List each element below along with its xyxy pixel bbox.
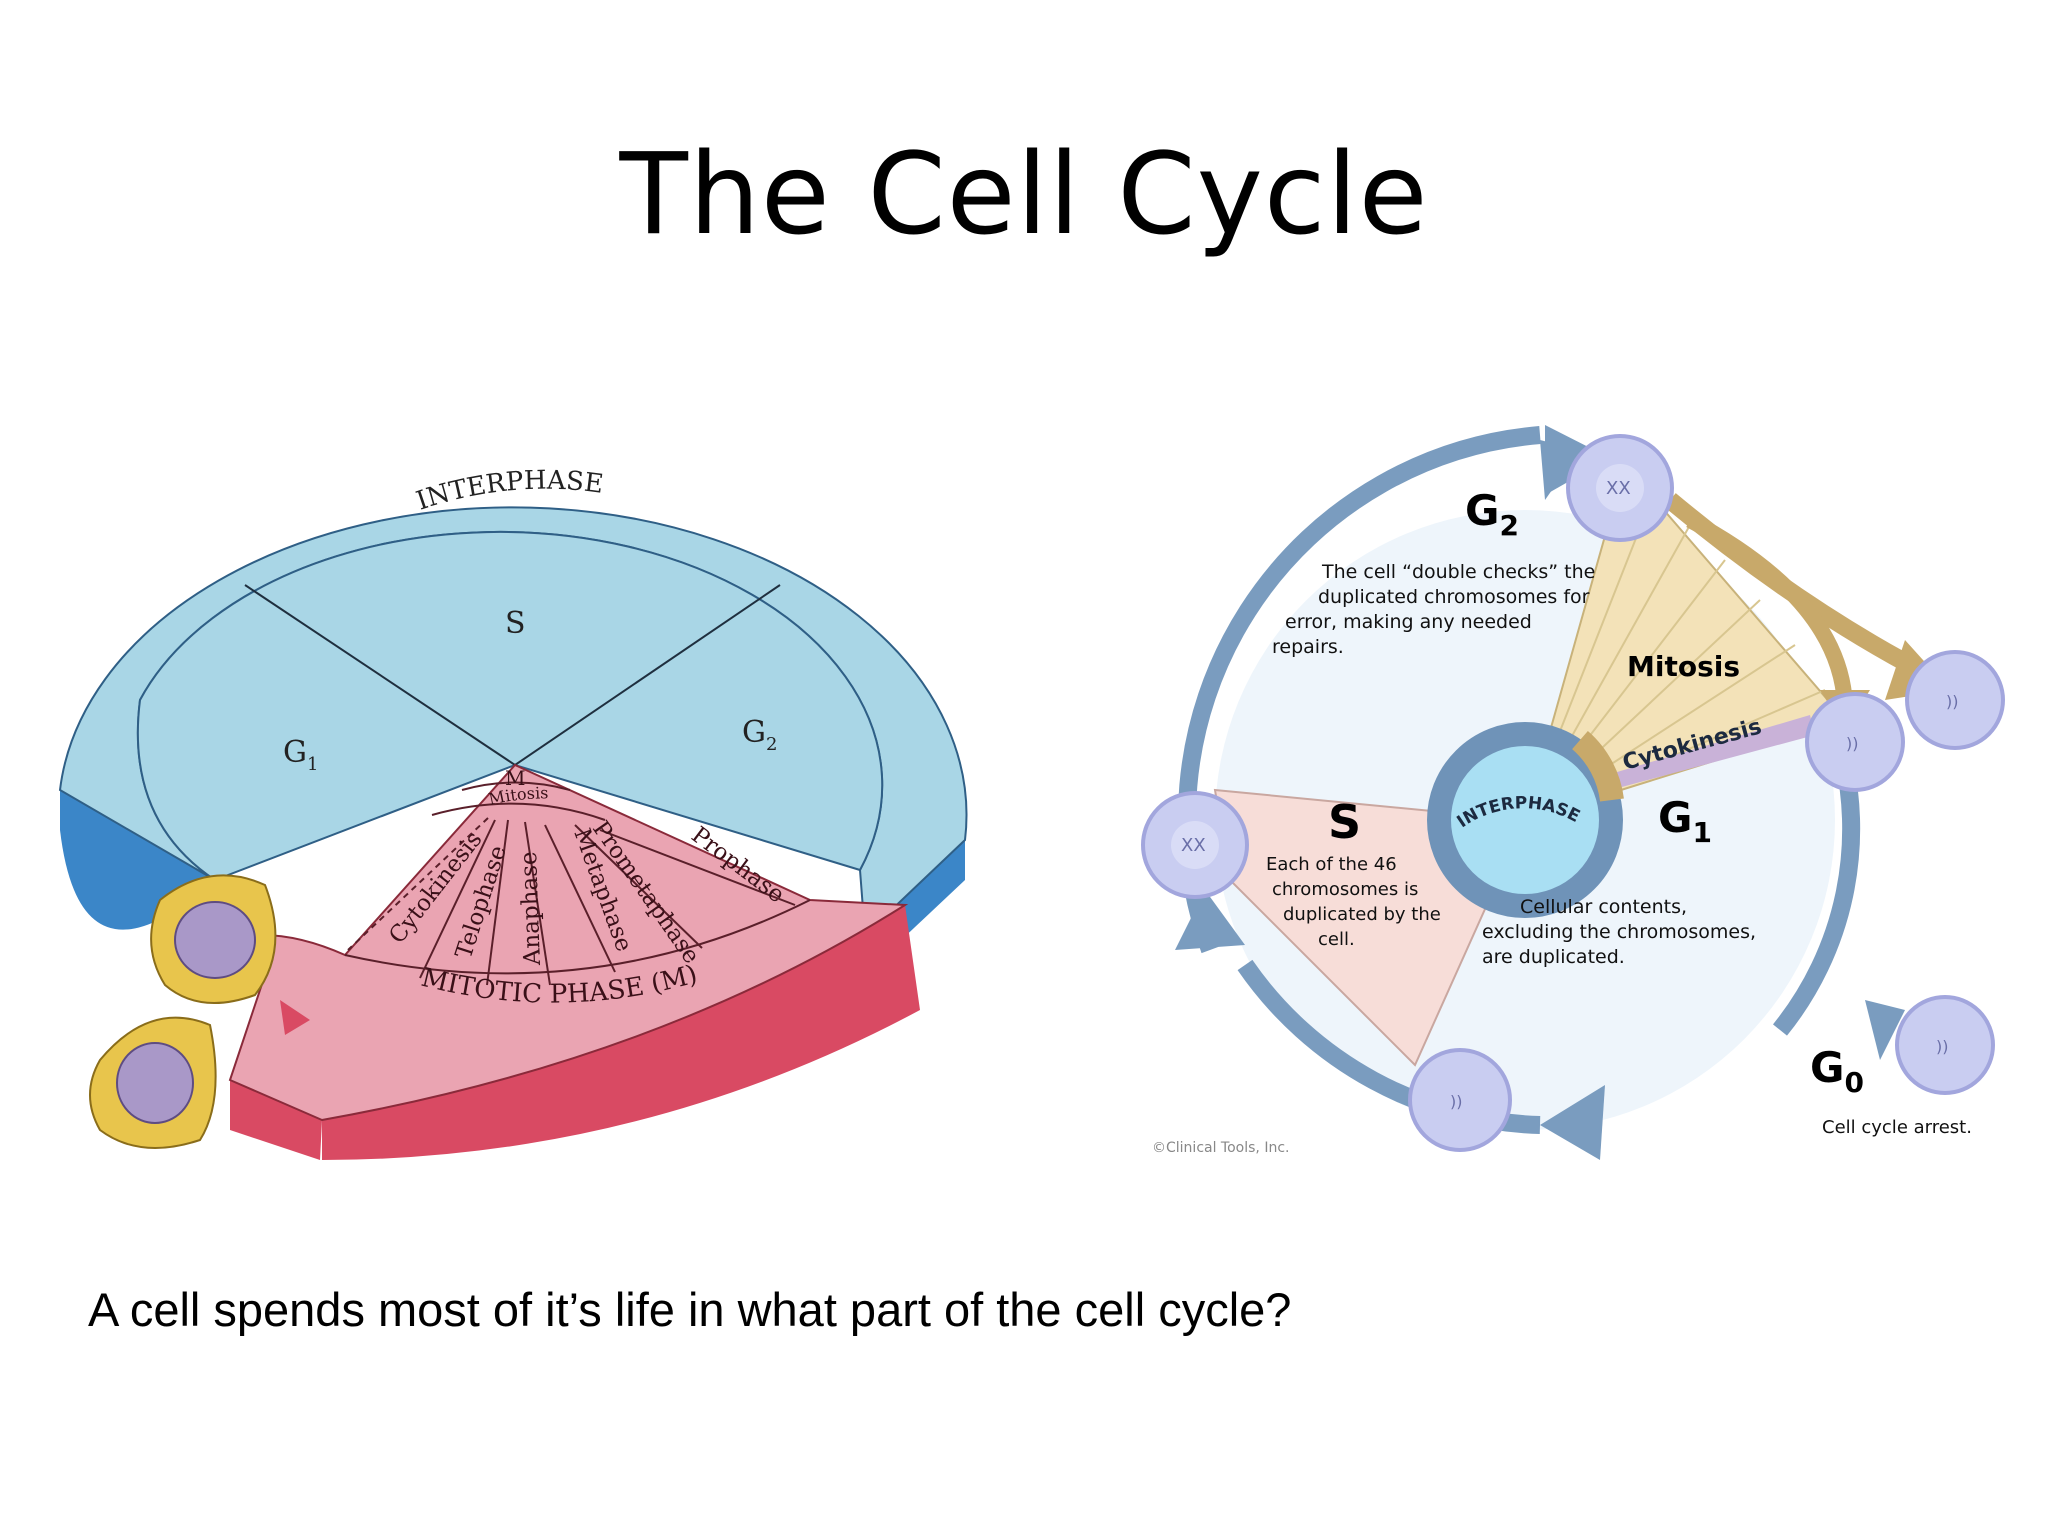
s-phase-label: S	[505, 606, 526, 641]
question-text: A cell spends most of it’s life in what …	[88, 1283, 1292, 1336]
svg-text:)): ))	[1936, 1037, 1948, 1056]
mitotic-inner-arc	[344, 899, 811, 975]
mitosis-heading: Mitosis	[1627, 650, 1740, 683]
interphase-ring-tan	[1571, 730, 1624, 802]
cell-g1: ))	[1805, 692, 1905, 792]
sector-line-1	[419, 819, 496, 979]
sector-line-6	[599, 829, 796, 906]
sector-line-5	[574, 824, 703, 949]
mitotic-arrow-notch	[280, 1000, 310, 1035]
phase-label-anaphase: Anaphase	[516, 851, 546, 967]
cell-g2: XX	[1566, 434, 1674, 542]
sector-line-2	[486, 819, 509, 986]
mitotic-arrow-side	[230, 1080, 322, 1160]
g2-heading: G2	[1465, 486, 1519, 542]
right-cell-cycle-wheel: INTERPHASE XX )) )) XX )) )) G2	[1141, 425, 2005, 1160]
svg-text:)): ))	[1946, 692, 1958, 711]
arrow-head-left	[1175, 890, 1245, 950]
interphase-ring	[1427, 722, 1623, 918]
g2-phase-label: G2	[742, 715, 777, 755]
slide-title: The Cell Cycle	[619, 130, 1429, 260]
copyright-text: ©Clinical Tools, Inc.	[1152, 1140, 1289, 1156]
cell-bottom: ))	[1408, 1048, 1512, 1152]
daughter-cell-upper	[150, 874, 277, 1004]
mitotic-arrow-side-front	[322, 905, 920, 1160]
sector-line-4	[544, 824, 616, 973]
g1-phase-label: G1	[283, 735, 318, 775]
cell-g0: ))	[1895, 995, 1995, 1095]
divider-g1-s	[244, 584, 516, 766]
g1-heading: G1	[1658, 793, 1712, 849]
svg-text:)): ))	[1450, 1092, 1462, 1111]
g2-description: The cell “double checks” the duplicated …	[1272, 561, 1601, 658]
left-cell-cycle-wheel: INTERPHASE S G1 G2 M Mitosis Cytokinesis…	[58, 466, 968, 1160]
arrow-head-bottom	[1540, 1085, 1605, 1160]
mitotic-arrow	[228, 763, 909, 1122]
svg-text:XX: XX	[1181, 835, 1206, 856]
g1-description: Cellular contents, excluding the chromos…	[1482, 896, 1762, 968]
s-heading: S	[1328, 795, 1361, 849]
cytokinesis-band	[1590, 715, 1815, 795]
cell-s: XX	[1141, 791, 1249, 899]
svg-text:XX: XX	[1606, 478, 1631, 499]
cell-mitosis-outer: ))	[1905, 650, 2005, 750]
mitosis-arrow-inner	[1686, 512, 1853, 706]
divider-s-g2	[514, 584, 781, 766]
interphase-inner-plate	[136, 530, 884, 882]
daughter-cell-lower	[89, 1016, 217, 1149]
g0-heading: G0	[1810, 1043, 1864, 1099]
sector-line-3	[524, 821, 551, 986]
svg-text:)): ))	[1846, 734, 1858, 753]
m-label: M	[505, 766, 525, 790]
arrow-head-g0	[1865, 1000, 1905, 1060]
m-arc	[461, 781, 571, 791]
mitosis-arc	[431, 802, 606, 821]
s-description: Each of the 46 chromosomes is duplicated…	[1266, 854, 1447, 950]
g0-description: Cell cycle arrest.	[1822, 1117, 1972, 1138]
